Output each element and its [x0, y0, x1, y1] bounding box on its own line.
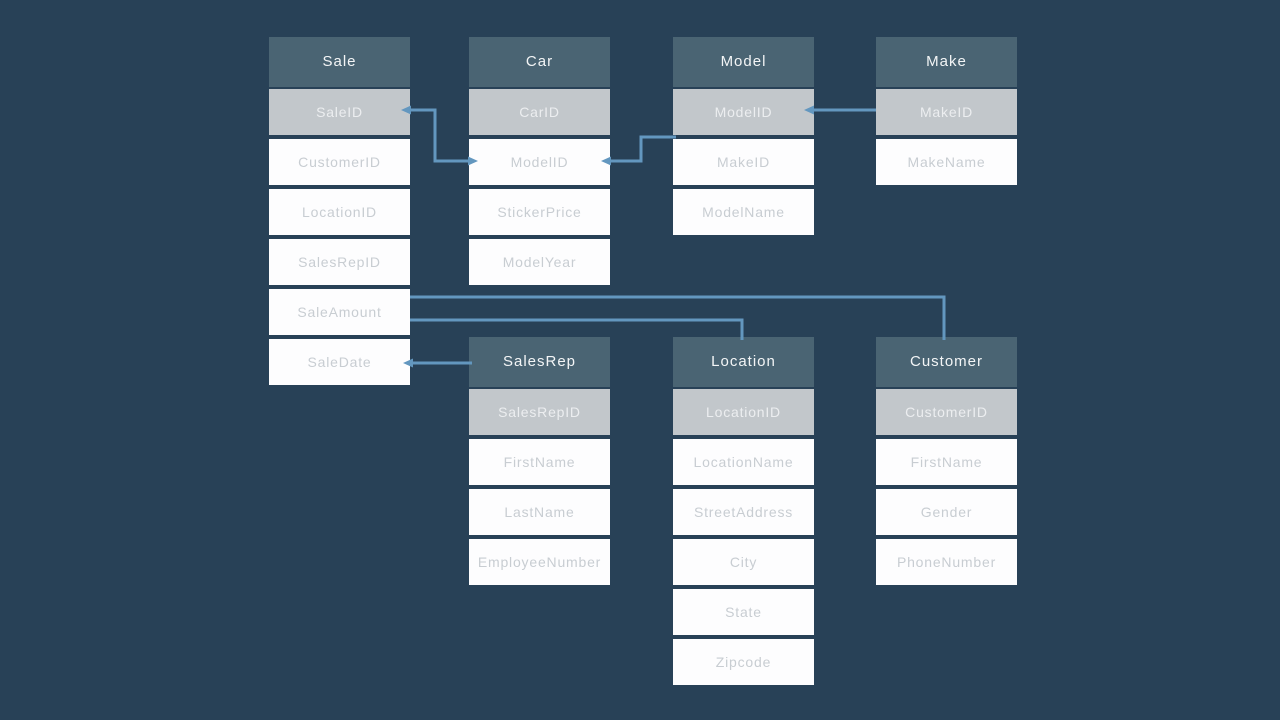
field-row: LastName — [469, 489, 610, 535]
field-row: LocationID — [269, 189, 410, 235]
table-model-title: Model — [673, 37, 814, 87]
field-row: StickerPrice — [469, 189, 610, 235]
field-row: SalesRepID — [269, 239, 410, 285]
field-row: City — [673, 539, 814, 585]
connector-sale-car — [410, 108, 472, 163]
field-row: SaleDate — [269, 339, 410, 385]
field-row: PhoneNumber — [876, 539, 1017, 585]
table-salesrep-title: SalesRep — [469, 337, 610, 387]
table-make-title: Make — [876, 37, 1017, 87]
primary-key-row: ModelID — [673, 89, 814, 135]
table-location-title: Location — [673, 337, 814, 387]
primary-key-row: CarID — [469, 89, 610, 135]
field-row: Zipcode — [673, 639, 814, 685]
table-sale-title: Sale — [269, 37, 410, 87]
field-row: FirstName — [876, 439, 1017, 485]
connector-sale-customer — [410, 295, 946, 340]
field-row: ModelName — [673, 189, 814, 235]
table-car-title: Car — [469, 37, 610, 87]
connector-car-model — [610, 135, 676, 163]
primary-key-row: SaleID — [269, 89, 410, 135]
field-row: ModelYear — [469, 239, 610, 285]
field-row: MakeName — [876, 139, 1017, 185]
field-row: State — [673, 589, 814, 635]
field-row: EmployeeNumber — [469, 539, 610, 585]
field-row: SaleAmount — [269, 289, 410, 335]
field-row: StreetAddress — [673, 489, 814, 535]
primary-key-row: MakeID — [876, 89, 1017, 135]
primary-key-row: CustomerID — [876, 389, 1017, 435]
field-row: Gender — [876, 489, 1017, 535]
field-row: ModelID — [469, 139, 610, 185]
field-row: FirstName — [469, 439, 610, 485]
table-customer-title: Customer — [876, 337, 1017, 387]
field-row: MakeID — [673, 139, 814, 185]
primary-key-row: LocationID — [673, 389, 814, 435]
field-row: CustomerID — [269, 139, 410, 185]
field-row: LocationName — [673, 439, 814, 485]
primary-key-row: SalesRepID — [469, 389, 610, 435]
